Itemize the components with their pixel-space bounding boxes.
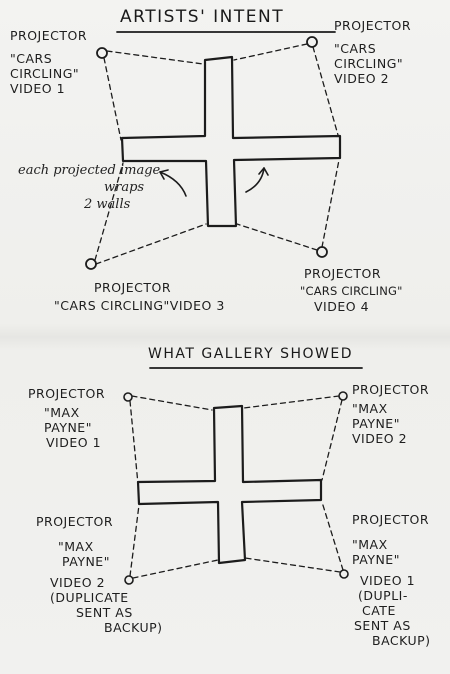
top-projector-tr-line-3: VIDEO 2 bbox=[334, 71, 390, 86]
top-projector-bl-label: PROJECTOR "CARS CIRCLING"VIDEO 3 bbox=[54, 280, 225, 313]
bottom-projector-bl-heading: PROJECTOR bbox=[36, 514, 114, 529]
bottom-beam-tr-2 bbox=[321, 399, 343, 481]
bottom-projector-tr-line-1: "MAX bbox=[352, 401, 388, 416]
bottom-projector-bl-line-6: BACKUP) bbox=[104, 620, 163, 635]
top-beam-br-1 bbox=[236, 223, 318, 251]
top-projector-br-line-1: "CARS CIRCLING" bbox=[300, 284, 403, 298]
top-wrap-note-line-3: 2 walls bbox=[84, 197, 131, 212]
top-wrap-note-line-2: wraps bbox=[104, 180, 145, 195]
bottom-projector-tr-icon bbox=[338, 391, 348, 401]
bottom-beam-tr-1 bbox=[243, 395, 340, 409]
bottom-projector-tl-heading: PROJECTOR bbox=[28, 386, 106, 401]
top-wrap-note: each projected image wraps 2 walls bbox=[18, 162, 160, 213]
top-projector-tr-line-2: CIRCLING" bbox=[334, 56, 404, 71]
top-beam-bl-2 bbox=[95, 223, 207, 265]
bottom-projector-tr-line-2: PAYNE" bbox=[352, 416, 400, 431]
top-beam-tr-2 bbox=[312, 46, 339, 136]
top-beam-tl-1 bbox=[106, 50, 204, 65]
top-projector-tl-heading: PROJECTOR bbox=[10, 28, 88, 43]
bottom-projector-bl-label: PROJECTOR "MAX PAYNE" VIDEO 2 (DUPLICATE… bbox=[36, 514, 163, 635]
bottom-projector-br-line-1: "MAX bbox=[352, 537, 388, 552]
bottom-beam-br-2 bbox=[321, 501, 344, 571]
bottom-beam-tl-2 bbox=[129, 400, 139, 485]
bottom-projector-br-label: PROJECTOR "MAX PAYNE" VIDEO 1 (DUPLI- CA… bbox=[352, 512, 431, 648]
bottom-room-cross bbox=[136, 404, 323, 565]
top-room-cross bbox=[120, 55, 342, 228]
bottom-beam-bl-1 bbox=[129, 504, 140, 577]
bottom-projector-tr-heading: PROJECTOR bbox=[352, 382, 430, 397]
bottom-beam-br-1 bbox=[244, 557, 341, 573]
top-projector-tl-icon bbox=[96, 47, 108, 59]
top-projector-br-line-2: VIDEO 4 bbox=[314, 299, 370, 314]
bottom-projector-tl-line-3: VIDEO 1 bbox=[46, 435, 102, 450]
top-projector-bl-icon bbox=[85, 258, 97, 270]
top-beam-bl-1 bbox=[94, 162, 124, 261]
bottom-projector-br-heading: PROJECTOR bbox=[352, 512, 430, 527]
top-projector-tr-heading: PROJECTOR bbox=[334, 18, 412, 33]
top-beam-tr-1 bbox=[233, 43, 308, 61]
top-wrap-arrow-left bbox=[159, 171, 187, 197]
top-projector-tr-icon bbox=[306, 36, 318, 48]
top-wrap-arrow-right-head bbox=[258, 167, 269, 176]
bottom-projector-tl-label: PROJECTOR "MAX PAYNE" VIDEO 1 bbox=[28, 386, 105, 450]
bottom-projector-tr-line-3: VIDEO 2 bbox=[352, 431, 408, 446]
bottom-projector-tr-label: PROJECTOR "MAX PAYNE" VIDEO 2 bbox=[352, 382, 429, 446]
bottom-projector-bl-icon bbox=[124, 575, 134, 585]
bottom-projector-bl-line-3: VIDEO 2 bbox=[50, 575, 106, 590]
bottom-beam-tl-1 bbox=[131, 395, 213, 411]
bottom-projector-tl-line-2: PAYNE" bbox=[44, 420, 92, 435]
top-projector-br-icon bbox=[316, 246, 328, 258]
top-beam-br-2 bbox=[321, 159, 340, 248]
top-beam-tl-2 bbox=[103, 57, 122, 141]
bottom-title: WHAT GALLERY SHOWED bbox=[148, 346, 353, 362]
top-projector-bl-heading: PROJECTOR bbox=[94, 280, 172, 295]
top-projector-tl-label: PROJECTOR "CARS CIRCLING" VIDEO 1 bbox=[10, 28, 87, 96]
bottom-projector-br-icon bbox=[339, 569, 349, 579]
top-projector-tl-line-3: VIDEO 1 bbox=[10, 81, 66, 96]
top-projector-tl-line-1: "CARS bbox=[10, 51, 53, 66]
bottom-projector-br-line-4: (DUPLI- bbox=[358, 588, 408, 603]
top-projector-br-heading: PROJECTOR bbox=[304, 266, 382, 281]
bottom-projector-bl-line-1: "MAX bbox=[58, 539, 94, 554]
bottom-beam-bl-2 bbox=[132, 559, 219, 579]
top-projector-br-label: PROJECTOR "CARS CIRCLING" VIDEO 4 bbox=[300, 266, 403, 314]
top-projector-tl-line-2: CIRCLING" bbox=[10, 66, 80, 81]
bottom-projector-br-line-2: PAYNE" bbox=[352, 552, 400, 567]
top-projector-bl-line-1: "CARS CIRCLING"VIDEO 3 bbox=[54, 298, 225, 313]
top-wrap-arrow-right bbox=[245, 167, 265, 193]
bottom-projector-br-line-6: SENT AS bbox=[354, 618, 411, 633]
bottom-projector-tl-line-1: "MAX bbox=[44, 405, 80, 420]
top-wrap-note-line-1: each projected image bbox=[18, 163, 161, 178]
bottom-projector-br-line-7: BACKUP) bbox=[372, 633, 431, 648]
bottom-projector-br-line-3: VIDEO 1 bbox=[360, 573, 416, 588]
bottom-projector-bl-line-5: SENT AS bbox=[76, 605, 133, 620]
bottom-projector-bl-line-4: (DUPLICATE bbox=[50, 590, 129, 605]
top-projector-tr-line-1: "CARS bbox=[334, 41, 377, 56]
bottom-projector-tl-icon bbox=[123, 392, 133, 402]
top-projector-tr-label: PROJECTOR "CARS CIRCLING" VIDEO 2 bbox=[334, 18, 411, 86]
top-title: ARTISTS' INTENT bbox=[120, 7, 285, 27]
top-wrap-arrow-left-head bbox=[159, 169, 169, 180]
bottom-projector-br-line-5: CATE bbox=[362, 603, 396, 618]
bottom-projector-bl-line-2: PAYNE" bbox=[62, 554, 110, 569]
